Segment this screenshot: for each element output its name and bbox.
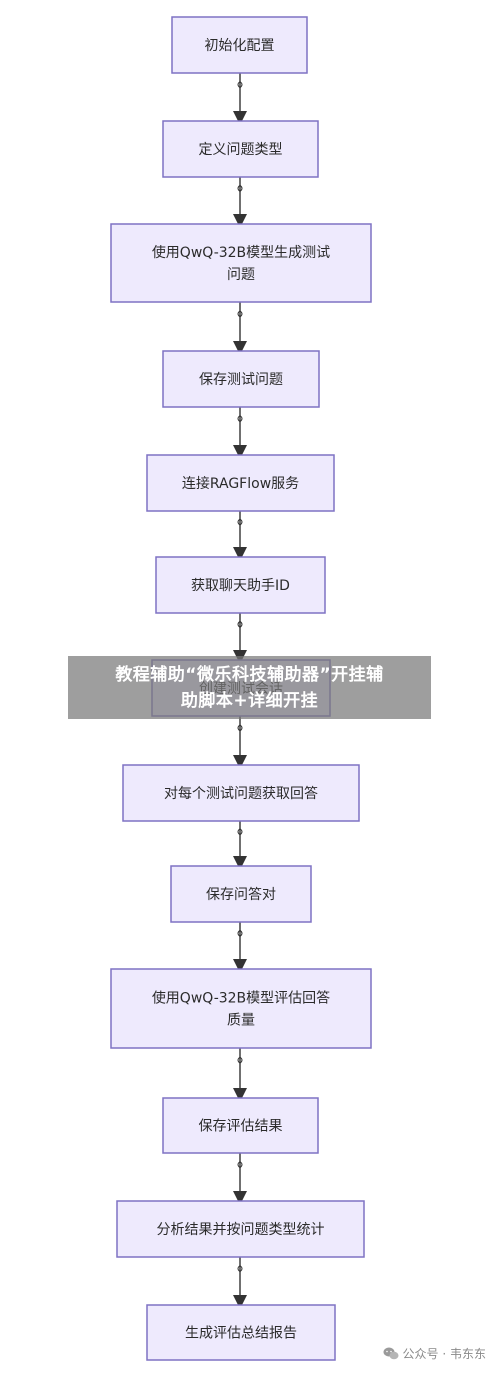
- flow-node-11: 保存评估结果: [162, 1097, 319, 1154]
- flow-node-box: [110, 223, 372, 303]
- wechat-icon: [383, 1347, 399, 1360]
- banner-line-2: 助脚本+详细开挂: [180, 690, 319, 711]
- flow-node-box: [162, 1097, 319, 1154]
- flow-node-label: 生成评估总结报告: [185, 1326, 297, 1342]
- flow-arrow-flourish: [237, 518, 243, 526]
- flow-node-5: 连接RAGFlow服务: [146, 454, 335, 512]
- flow-arrow-flourish: [237, 1265, 243, 1273]
- flow-arrow-flourish: [237, 828, 243, 836]
- flow-node-label: 保存问答对: [206, 886, 276, 903]
- flow-arrow-flourish: [237, 724, 243, 732]
- flow-node-label: 保存评估结果: [199, 1119, 283, 1135]
- flow-arrow-flourish: [237, 415, 243, 423]
- flow-node-box: [116, 1200, 365, 1258]
- flow-arrow-flourish: [237, 81, 243, 89]
- flow-node-label: 初始化配置: [205, 37, 275, 54]
- flow-arrow-flourish: [237, 1161, 243, 1169]
- flow-node-label: 质量: [227, 1013, 255, 1029]
- flow-arrow-flourish: [237, 184, 243, 192]
- banner-line-1: 教程辅助“微乐科技辅助器”开挂辅: [115, 664, 384, 685]
- flow-node-6: 获取聊天助手ID: [155, 556, 326, 614]
- flow-node-box: [146, 1304, 336, 1361]
- flow-node-2: 定义问题类型: [162, 120, 319, 178]
- flow-node-8: 对每个测试问题获取回答: [122, 764, 360, 822]
- flow-node-label: 连接RAGFlow服务: [182, 475, 299, 492]
- flow-node-box: [170, 865, 312, 923]
- flow-node-12: 分析结果并按问题类型统计: [116, 1200, 365, 1258]
- flow-node-box: [122, 764, 360, 822]
- flow-node-box: [155, 556, 326, 614]
- flow-node-9: 保存问答对: [170, 865, 312, 923]
- watermark: 公众号 · 韦东东: [383, 1345, 486, 1362]
- flow-arrow-flourish: [237, 1056, 243, 1064]
- flow-arrow-flourish: [237, 310, 243, 318]
- flow-arrow-flourish: [237, 620, 243, 628]
- flow-node-box: [110, 968, 372, 1049]
- flow-node-1: 初始化配置: [171, 16, 308, 74]
- flow-node-label: 使用QwQ-32B模型生成测试: [152, 244, 330, 261]
- watermark-text: 公众号 · 韦东东: [402, 1347, 486, 1361]
- flow-node-label: 对每个测试问题获取回答: [164, 785, 318, 802]
- overlay-banner: 教程辅助“微乐科技辅助器”开挂辅 助脚本+详细开挂: [68, 656, 431, 719]
- flow-node-box: [162, 120, 319, 178]
- flow-node-label: 定义问题类型: [199, 142, 283, 158]
- flow-arrow-flourish: [237, 929, 243, 937]
- flow-node-box: [171, 16, 308, 74]
- flow-node-4: 保存测试问题: [162, 350, 320, 408]
- flow-node-label: 问题: [227, 267, 255, 283]
- flow-node-box: [146, 454, 335, 512]
- flow-node-label: 分析结果并按问题类型统计: [157, 1222, 325, 1238]
- flow-node-label: 使用QwQ-32B模型评估回答: [152, 990, 330, 1007]
- flow-node-box: [162, 350, 320, 408]
- flow-node-label: 获取聊天助手ID: [191, 578, 290, 594]
- flow-node-label: 保存测试问题: [199, 372, 283, 388]
- flow-node-13: 生成评估总结报告: [146, 1304, 336, 1361]
